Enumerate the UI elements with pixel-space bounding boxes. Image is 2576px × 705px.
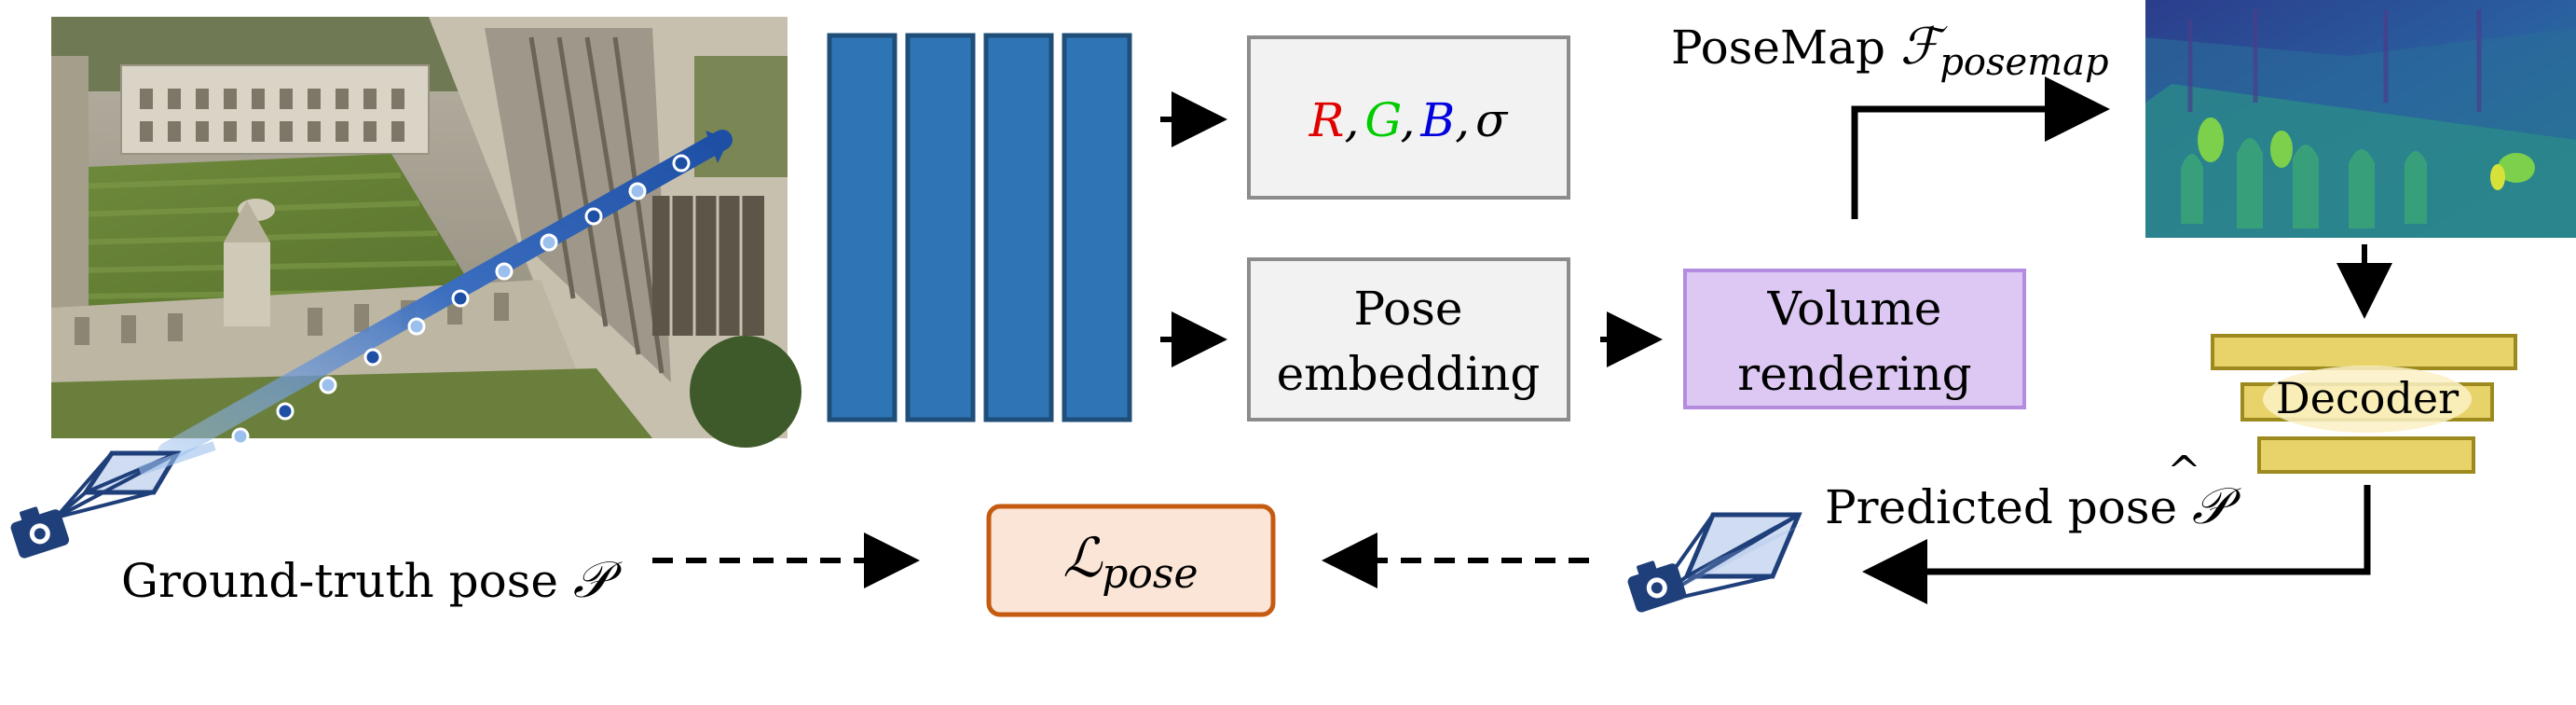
trajectory-points — [231, 154, 691, 446]
ground-truth-camera — [10, 441, 216, 559]
pose-embedding-line2: embedding — [1277, 347, 1541, 401]
decoder: Decoder — [2211, 334, 2517, 474]
loss-label: ℒpose — [1062, 526, 1198, 598]
encoder-bar — [827, 33, 897, 422]
arrow-volume-to-posemap — [1851, 76, 2110, 219]
volume-rendering-line1: Volume — [1767, 282, 1942, 336]
decoder-label: Decoder — [2276, 373, 2459, 423]
volume-rendering-box: Volume rendering — [1683, 269, 2026, 409]
svg-text:R,G,B,σ: R,G,B,σ — [1309, 93, 1509, 147]
pose-embedding-line1: Pose — [1354, 282, 1463, 336]
b-label: B — [1419, 93, 1455, 147]
aerial-photo — [51, 17, 802, 463]
pose-embedding-box: Pose embedding — [1247, 257, 1570, 422]
camera-icon — [10, 506, 70, 559]
camera-icon — [1627, 560, 1687, 613]
r-label: R — [1309, 93, 1345, 147]
g-label: G — [1364, 93, 1400, 147]
encoder-bar — [905, 33, 976, 422]
ground-truth-pose-label: Ground-truth pose 𝒫 — [121, 550, 623, 609]
predicted-camera — [1627, 512, 1808, 613]
encoder — [827, 33, 1132, 422]
posemap-label: PoseMap ℱposemap — [1671, 17, 2109, 84]
sigma-label: σ — [1475, 93, 1509, 147]
volume-rendering-line2: rendering — [1737, 347, 1971, 401]
loss-box: ℒpose — [986, 504, 1276, 617]
encoder-bar — [983, 33, 1054, 422]
predicted-pose-hat: ^ — [2167, 448, 2201, 495]
posemap-image — [2145, 0, 2576, 238]
arrow-decoder-to-prediction — [1862, 485, 2371, 604]
rgb-sigma-box: R,G,B,σ — [1247, 35, 1570, 200]
encoder-bar — [1062, 33, 1132, 422]
